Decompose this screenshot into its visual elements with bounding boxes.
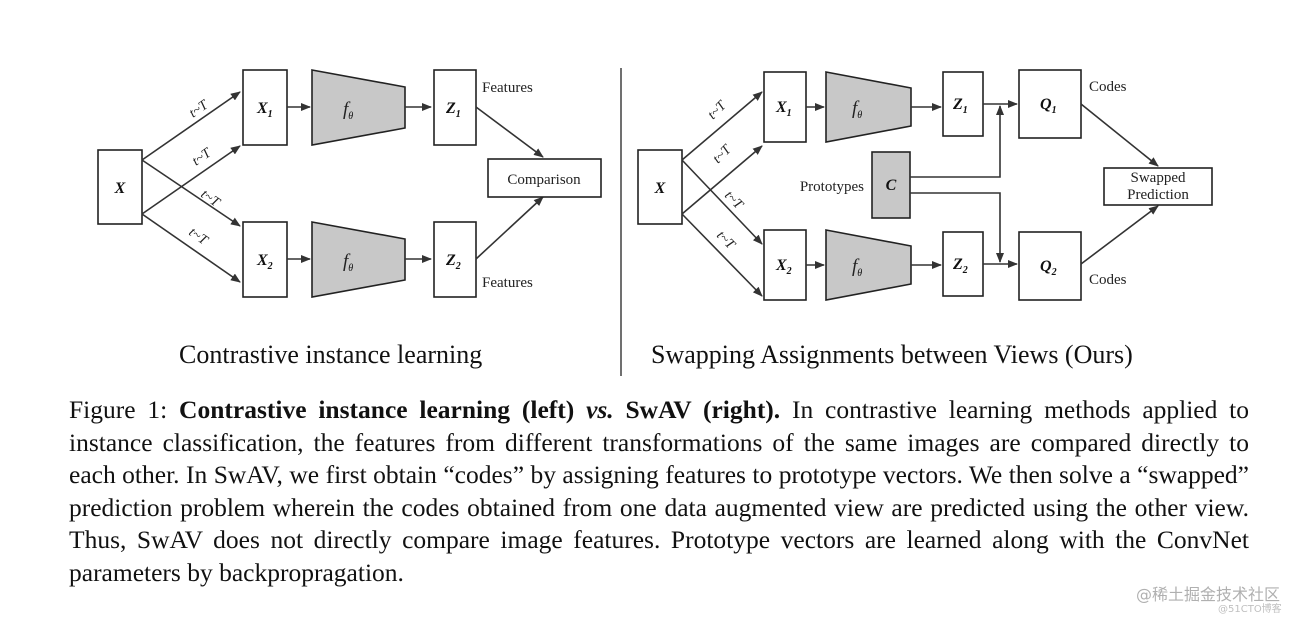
left-z2-box: [433, 221, 477, 298]
right-encoder-bottom: [825, 229, 912, 301]
right-z2-label: Z2: [952, 256, 968, 276]
left-arrow-x-x1-a: [141, 91, 241, 161]
left-transform-label: t~T: [186, 225, 211, 249]
swapped-prediction-box: [1103, 167, 1213, 206]
left-z1-box: [433, 69, 477, 146]
swapped-prediction-line2: Prediction: [1127, 187, 1189, 203]
right-panel-title: Swapping Assignments between Views (Ours…: [651, 340, 1133, 369]
left-arrow-x-x2-a: [141, 159, 241, 227]
right-q2-label: Q2: [1040, 258, 1057, 278]
right-z1-box: [942, 71, 984, 137]
left-x1-box: [242, 69, 288, 146]
left-comparison-label: Comparison: [507, 172, 581, 188]
watermark-secondary: @51CTO博客: [1218, 604, 1282, 615]
right-transform-label: t~T: [721, 188, 746, 213]
left-x2-label: X2: [256, 252, 273, 272]
right-z2-box: [942, 231, 984, 297]
right-x2-box: [763, 229, 807, 301]
left-encoder-top-label: fθ: [343, 99, 353, 122]
right-arrow-q1-swapped: [1080, 103, 1159, 167]
swapped-prediction-line1: Swapped: [1131, 170, 1186, 186]
right-encoder-bottom-label: fθ: [852, 256, 862, 279]
right-q1-label: Q1: [1040, 96, 1057, 116]
right-q2-box: [1018, 231, 1082, 301]
left-input-box: [97, 149, 143, 225]
watermark: @稀土掘金技术社区: [1136, 585, 1281, 604]
right-arrow-c-to-q2: [910, 192, 1004, 263]
right-encoder-top-label: fθ: [852, 98, 862, 121]
left-diagram: X t~T t~T t~T t~T X1 X2 fθ fθ Z1 Z2: [97, 69, 602, 298]
left-comparison-box: [487, 158, 602, 198]
right-x1-box: [763, 71, 807, 143]
left-input-label: X: [114, 180, 126, 197]
left-transform-label: t~T: [187, 97, 212, 121]
caption-bold-vs: vs.: [586, 395, 614, 424]
right-input-label: X: [654, 180, 666, 197]
figure-caption: Figure 1: Contrastive instance learning …: [69, 394, 1249, 589]
caption-bold-a: Contrastive instance learning (left): [179, 395, 575, 424]
right-q1-box: [1018, 69, 1082, 139]
right-x2-label: X2: [775, 257, 792, 277]
right-arrow-x-x2-b: [681, 213, 763, 297]
left-x1-label: X1: [256, 100, 273, 120]
left-encoder-bottom: [311, 221, 406, 298]
prototypes-box: [871, 151, 911, 219]
right-encoder-top: [825, 71, 912, 143]
right-arrow-q2-swapped: [1080, 205, 1159, 265]
right-transform-label: t~T: [705, 98, 730, 123]
codes-label-bottom: Codes: [1089, 272, 1127, 288]
left-arrow-z2-comparison: [475, 196, 544, 260]
left-encoder-bottom-label: fθ: [343, 251, 353, 274]
right-arrow-c-to-q1: [910, 105, 1004, 178]
right-arrow-x-x1-b: [681, 145, 763, 215]
left-encoder-top: [311, 69, 406, 146]
prototypes-var: C: [886, 177, 897, 194]
prototypes-label: Prototypes: [800, 179, 864, 195]
left-panel-title: Contrastive instance learning: [179, 340, 483, 369]
left-features-label-top: Features: [482, 80, 533, 96]
caption-body: In contrastive learning methods applied …: [69, 395, 1250, 587]
right-x1-label: X1: [775, 99, 792, 119]
right-input-box: [637, 149, 683, 225]
left-arrow-x-x1-b: [141, 145, 241, 215]
left-transform-label: t~T: [198, 187, 223, 211]
left-z2-label: Z2: [445, 252, 461, 272]
caption-bold-b: SwAV (right).: [625, 395, 781, 424]
codes-label-top: Codes: [1089, 79, 1127, 95]
left-arrow-x-x2-b: [141, 213, 241, 283]
right-transform-label: t~T: [710, 142, 735, 167]
caption-figure-label: Figure 1:: [69, 395, 168, 424]
left-arrow-z1-comparison: [475, 106, 544, 158]
right-arrow-x-x1-a: [681, 91, 763, 161]
right-z1-label: Z1: [952, 96, 968, 116]
left-x2-box: [242, 221, 288, 298]
left-features-label-bottom: Features: [482, 275, 533, 291]
right-diagram: X t~T t~T t~T t~T X1 X2 fθ fθ Z1 Z2 Prot…: [637, 69, 1213, 301]
right-arrow-x-x2-a: [681, 159, 763, 245]
left-z1-label: Z1: [445, 100, 461, 120]
